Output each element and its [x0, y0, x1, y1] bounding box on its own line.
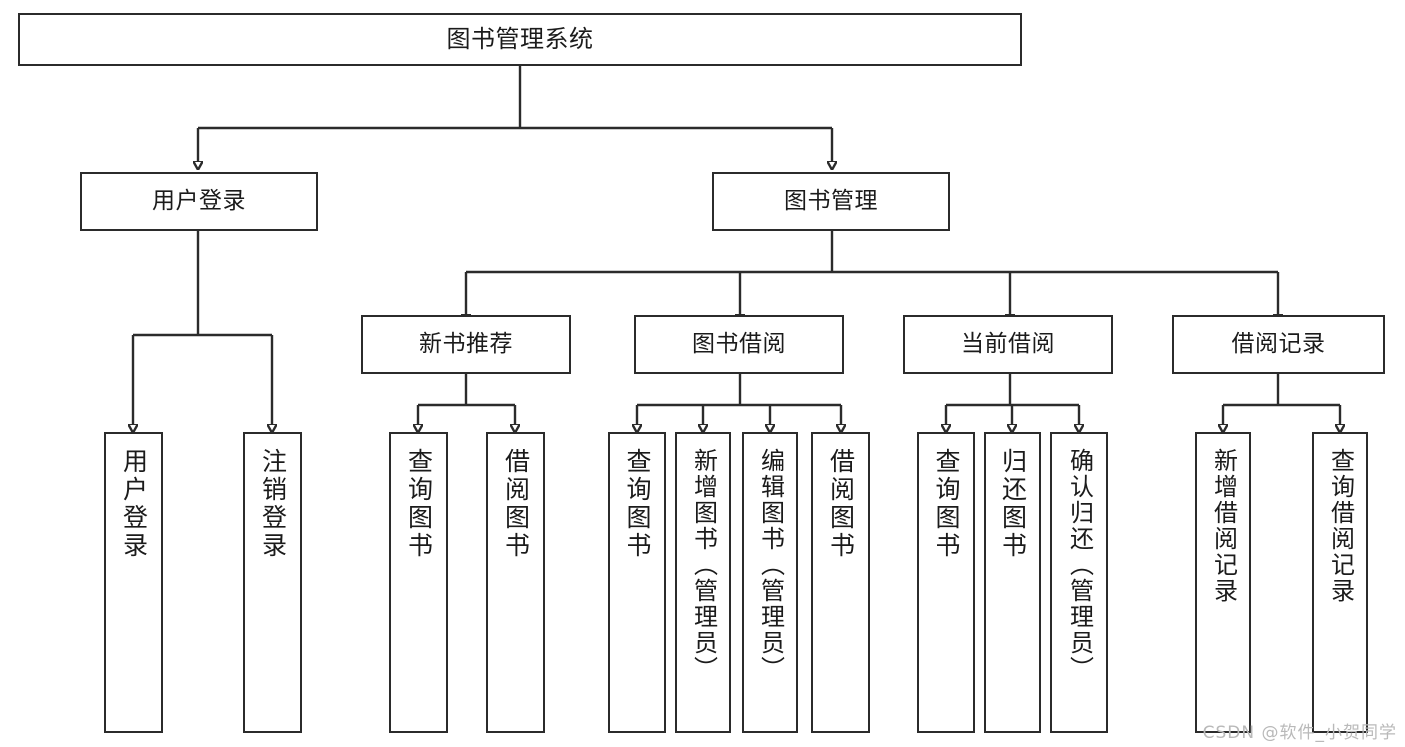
- node-borrow-record[interactable]: 借阅记录: [1172, 315, 1385, 374]
- node-label: 图书管理: [784, 188, 878, 215]
- node-book-manage[interactable]: 图书管理: [712, 172, 950, 231]
- node-label: 当前借阅: [961, 331, 1055, 358]
- leaf-query-book-current[interactable]: 查询图书: [917, 432, 975, 733]
- leaf-add-borrow-record[interactable]: 新增借阅记录: [1195, 432, 1251, 733]
- node-label: 图书管理系统: [446, 24, 594, 53]
- node-label: 用户登录: [152, 188, 246, 215]
- node-label: 查询图书: [623, 448, 652, 560]
- node-label: 查询图书: [404, 448, 434, 560]
- leaf-edit-book-admin[interactable]: 编辑图书（管理员）: [742, 432, 798, 733]
- node-label: 借阅记录: [1231, 331, 1326, 358]
- leaf-borrow-book-borrow[interactable]: 借阅图书: [811, 432, 870, 733]
- node-label: 查询图书: [932, 448, 961, 560]
- node-label: 用户登录: [119, 448, 149, 560]
- node-label: 新增图书（管理员）: [689, 448, 718, 682]
- node-book-borrow[interactable]: 图书借阅: [634, 315, 844, 374]
- leaf-user-login[interactable]: 用户登录: [104, 432, 163, 733]
- node-root-system[interactable]: 图书管理系统: [18, 13, 1022, 66]
- node-label: 借阅图书: [501, 448, 531, 560]
- leaf-confirm-return-admin[interactable]: 确认归还（管理员）: [1050, 432, 1108, 733]
- node-label: 借阅图书: [826, 448, 856, 560]
- leaf-query-borrow-record[interactable]: 查询借阅记录: [1312, 432, 1368, 733]
- leaf-add-book-admin[interactable]: 新增图书（管理员）: [675, 432, 731, 733]
- node-label: 查询借阅记录: [1326, 448, 1355, 604]
- node-label: 新书推荐: [419, 331, 513, 358]
- node-label: 图书借阅: [692, 331, 786, 358]
- node-label: 新增借阅记录: [1209, 448, 1238, 604]
- node-label: 确认归还（管理员）: [1065, 448, 1094, 682]
- leaf-query-book-borrow[interactable]: 查询图书: [608, 432, 666, 733]
- leaf-borrow-book-rec[interactable]: 借阅图书: [486, 432, 545, 733]
- leaf-user-logout[interactable]: 注销登录: [243, 432, 302, 733]
- leaf-query-book-rec[interactable]: 查询图书: [389, 432, 448, 733]
- node-label: 归还图书: [998, 448, 1028, 560]
- csdn-watermark: CSDN @软件_小贺同学: [1202, 723, 1397, 743]
- node-current-borrow[interactable]: 当前借阅: [903, 315, 1113, 374]
- node-label: 编辑图书（管理员）: [756, 448, 785, 682]
- node-label: 注销登录: [258, 448, 288, 560]
- node-new-book-recommend[interactable]: 新书推荐: [361, 315, 571, 374]
- node-user-login[interactable]: 用户登录: [80, 172, 318, 231]
- leaf-return-book[interactable]: 归还图书: [984, 432, 1041, 733]
